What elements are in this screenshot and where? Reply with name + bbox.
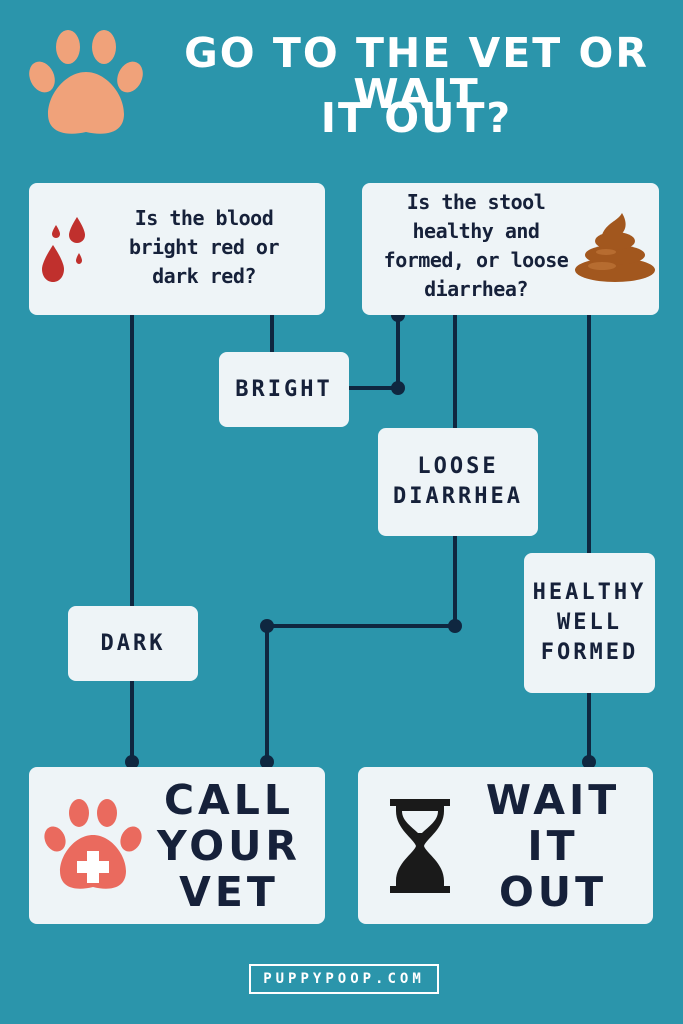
label-bright: BRIGHT [219, 352, 349, 427]
label-line: HEALTHY [532, 580, 647, 605]
label-loose-diarrhea: LOOSE DIARRHEA [378, 428, 538, 536]
page-title-line-2: IT OUT? [320, 94, 513, 142]
blood-drops-icon [42, 217, 85, 282]
label-line: LOOSE [417, 454, 499, 479]
question-line: healthy and [412, 219, 540, 243]
outcome-line: CALL [163, 776, 295, 824]
label-line: DIARRHEA [393, 484, 523, 509]
hourglass-icon [390, 799, 450, 893]
question-line: dark red? [152, 264, 256, 288]
label-line: BRIGHT [235, 376, 333, 402]
connector-dot [448, 619, 462, 633]
question-line: bright red or [128, 235, 280, 259]
label-dark: DARK [68, 606, 198, 681]
question-line: diarrhea? [424, 277, 528, 301]
connector-dot [125, 755, 139, 769]
outcome-text-wait: WAIT IT OUT [468, 771, 638, 921]
label-line: DARK [100, 630, 166, 656]
connector-dot [260, 619, 274, 633]
outcome-line: WAIT IT [485, 776, 621, 870]
outcome-box-wait: WAIT IT OUT [358, 767, 653, 924]
question-line: Is the blood [134, 206, 274, 230]
outcome-line: YOUR [157, 822, 301, 870]
question-box-blood: Is the blood bright red or dark red? [29, 183, 325, 315]
page-title-line-1: GO TO THE VET OR WAIT [184, 29, 649, 118]
question-line: formed, or loose [383, 248, 569, 272]
connector-dot [391, 381, 405, 395]
question-line: Is the stool [406, 190, 546, 214]
poop-icon [575, 213, 655, 282]
outcome-box-call-vet: CALL YOUR VET [29, 767, 325, 924]
connector-bright-to-stool [347, 313, 400, 390]
outcome-text-call-vet: CALL YOUR VET [157, 771, 301, 921]
outcome-line: VET [179, 868, 279, 916]
label-line: FORMED [540, 640, 639, 665]
connector-dot [260, 755, 274, 769]
question-text-stool: Is the stool healthy and formed, or loos… [366, 188, 586, 304]
paw-print-icon [29, 30, 143, 134]
outcome-line: OUT [498, 868, 608, 916]
footer-website-link[interactable]: PUPPYPOOP.COM [249, 964, 439, 994]
question-text-blood: Is the blood bright red or dark red? [99, 204, 309, 291]
label-healthy-well-formed: HEALTHY WELL FORMED [524, 553, 655, 693]
question-box-stool: Is the stool healthy and formed, or loos… [362, 183, 659, 315]
connector-dot [582, 755, 596, 769]
label-line: WELL [557, 610, 622, 635]
paw-medical-cross-icon [44, 799, 142, 889]
